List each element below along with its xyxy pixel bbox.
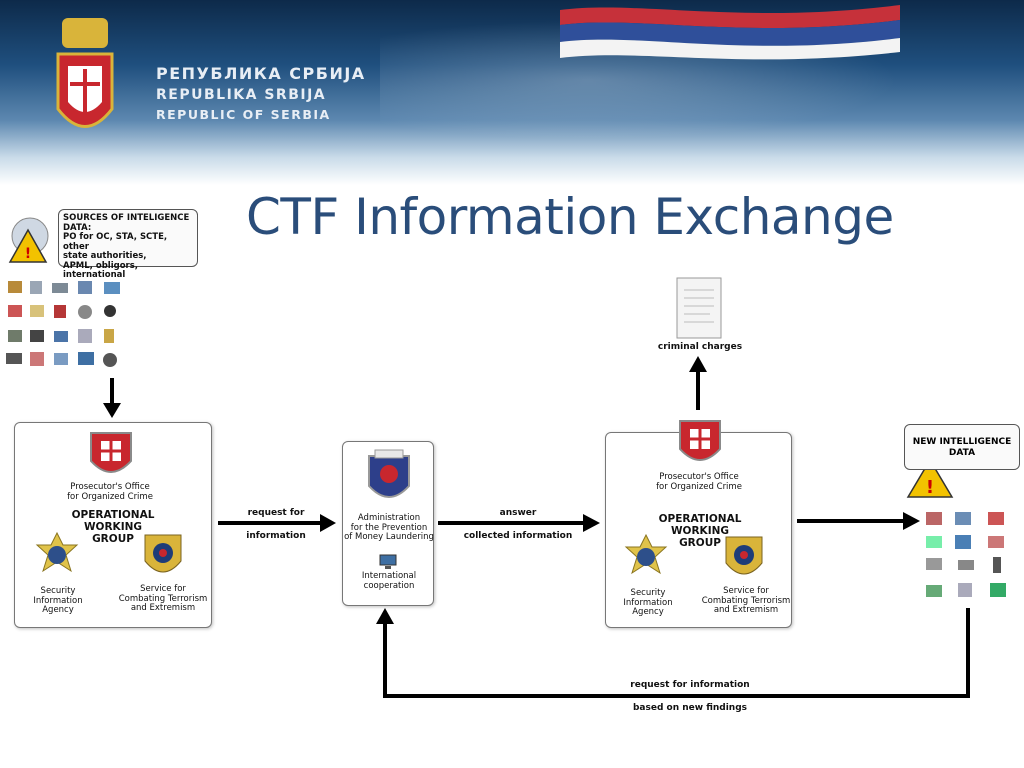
- intl-coop-label: International cooperation: [343, 571, 435, 591]
- edge-label-answer-1: answer: [499, 508, 537, 518]
- sources-heading: SOURCES OF INTELIGENCE DATA:: [63, 213, 190, 233]
- apml-emblem-icon: [368, 449, 410, 498]
- edge-label-answer-2: collected information: [463, 531, 573, 541]
- sources-box: SOURCES OF INTELIGENCE DATA: PO for OC, …: [58, 209, 198, 280]
- label-line: Security: [40, 586, 76, 596]
- panel-right-owg: Prosecutor's Office for Organized Crime …: [605, 420, 792, 628]
- label-line: OPERATIONAL: [658, 513, 742, 525]
- edge-label-request-2: information: [246, 531, 306, 541]
- label-line: WORKING: [670, 525, 730, 537]
- serbian-flag-icon: [560, 5, 900, 60]
- label-line: WORKING: [83, 521, 143, 533]
- sources-line: PO for OC, STA, SCTE, other: [63, 232, 168, 252]
- sources-line: state authorities,: [63, 251, 147, 261]
- label-line: Administration: [357, 513, 421, 523]
- header-banner: РЕПУБЛИКА СРБИЈА REPUBLIKA SRBIJA REPUBL…: [0, 0, 1024, 185]
- new-intelligence-box: NEW INTELLIGENCE DATA: [904, 424, 1020, 470]
- security-agency-emblem-icon: [35, 531, 79, 573]
- computer-icon: [379, 554, 397, 569]
- label-line: Agency: [42, 605, 74, 615]
- label-line: Information: [623, 597, 673, 608]
- republic-cyrillic: РЕПУБЛИКА СРБИЈА: [156, 64, 366, 83]
- new-data-line: NEW INTELLIGENCE: [912, 437, 1012, 447]
- panel-apml: Administration for the Prevention of Mon…: [342, 441, 434, 606]
- arrow-to-criminal-charges: [689, 356, 707, 410]
- label-line: Service for: [723, 586, 769, 596]
- document-icon: [676, 277, 722, 339]
- owg-label-left: OPERATIONAL WORKING GROUP: [63, 509, 163, 545]
- label-line: GROUP: [679, 537, 721, 549]
- arrow-feedback-loop: [376, 608, 970, 698]
- panel-left-owg: Prosecutor's Office for Organized Crime …: [14, 422, 212, 628]
- label-line: Security: [630, 588, 666, 598]
- prosecutor-label-left: Prosecutor's Office for Organized Crime: [45, 482, 175, 502]
- scte-label-left: Service for Combating Terrorism and Extr…: [113, 584, 213, 614]
- warning-triangle-icon: !: [906, 458, 954, 498]
- security-agency-emblem-icon: [624, 533, 668, 575]
- label-line: Combating Terrorism: [701, 595, 791, 606]
- label-line: Combating Terrorism: [118, 593, 208, 604]
- police-badge-icon: [725, 536, 763, 575]
- prosecutor-label-right: Prosecutor's Office for Organized Crime: [634, 472, 764, 492]
- label-line: Prosecutor's Office: [70, 482, 150, 492]
- label-line: Service for: [140, 584, 186, 594]
- label-line: Information: [33, 595, 83, 606]
- svg-text:!: !: [25, 246, 31, 262]
- label-line: and Extremism: [130, 603, 196, 613]
- apml-label: Administration for the Prevention of Mon…: [335, 513, 443, 543]
- new-data-line: DATA: [948, 448, 976, 458]
- source-icons-grid: [6, 281, 120, 367]
- page-title: CTF Information Exchange: [246, 188, 894, 246]
- edge-label-feedback-1: request for information: [630, 680, 750, 690]
- arrow-to-new-data: [797, 512, 920, 530]
- republic-english: REPUBLIC OF SERBIA: [156, 107, 331, 122]
- arrow-answer: [438, 514, 600, 532]
- label-line: Agency: [632, 607, 664, 617]
- republic-latin: REPUBLIKA SRBIJA: [156, 87, 327, 103]
- shield-emblem-icon: [679, 420, 721, 461]
- edge-label-request-1: request for: [247, 508, 305, 518]
- warning-triangle-icon: !: [8, 217, 49, 263]
- label-line: for the Prevention: [350, 522, 428, 533]
- label-line: cooperation: [363, 580, 415, 591]
- label-line: International: [361, 571, 417, 581]
- label-line: Prosecutor's Office: [659, 472, 739, 482]
- edge-label-feedback-2: based on new findings: [632, 703, 748, 713]
- label-line: of Money Laundering: [344, 532, 434, 542]
- svg-text:!: !: [926, 477, 934, 498]
- sia-label-left: Security Information Agency: [23, 586, 93, 616]
- label-line: OPERATIONAL: [71, 509, 155, 521]
- arrow-sources-to-owg: [103, 378, 121, 418]
- label-line: for Organized Crime: [67, 491, 153, 502]
- label-line: and Extremism: [713, 605, 779, 615]
- label-line: for Organized Crime: [656, 481, 742, 492]
- label-line: GROUP: [92, 533, 134, 545]
- scte-label-right: Service for Combating Terrorism and Extr…: [694, 586, 798, 616]
- new-data-icons-grid: [926, 512, 1006, 597]
- sources-line: APML, obligors, international: [63, 260, 139, 280]
- arrow-request: [218, 514, 336, 532]
- owg-label-right: OPERATIONAL WORKING GROUP: [650, 513, 750, 549]
- sia-label-right: Security Information Agency: [610, 588, 686, 618]
- criminal-charges-label: criminal charges: [657, 342, 743, 352]
- coat-of-arms-icon: [56, 18, 114, 128]
- police-badge-icon: [144, 534, 182, 573]
- shield-emblem-icon: [90, 432, 132, 473]
